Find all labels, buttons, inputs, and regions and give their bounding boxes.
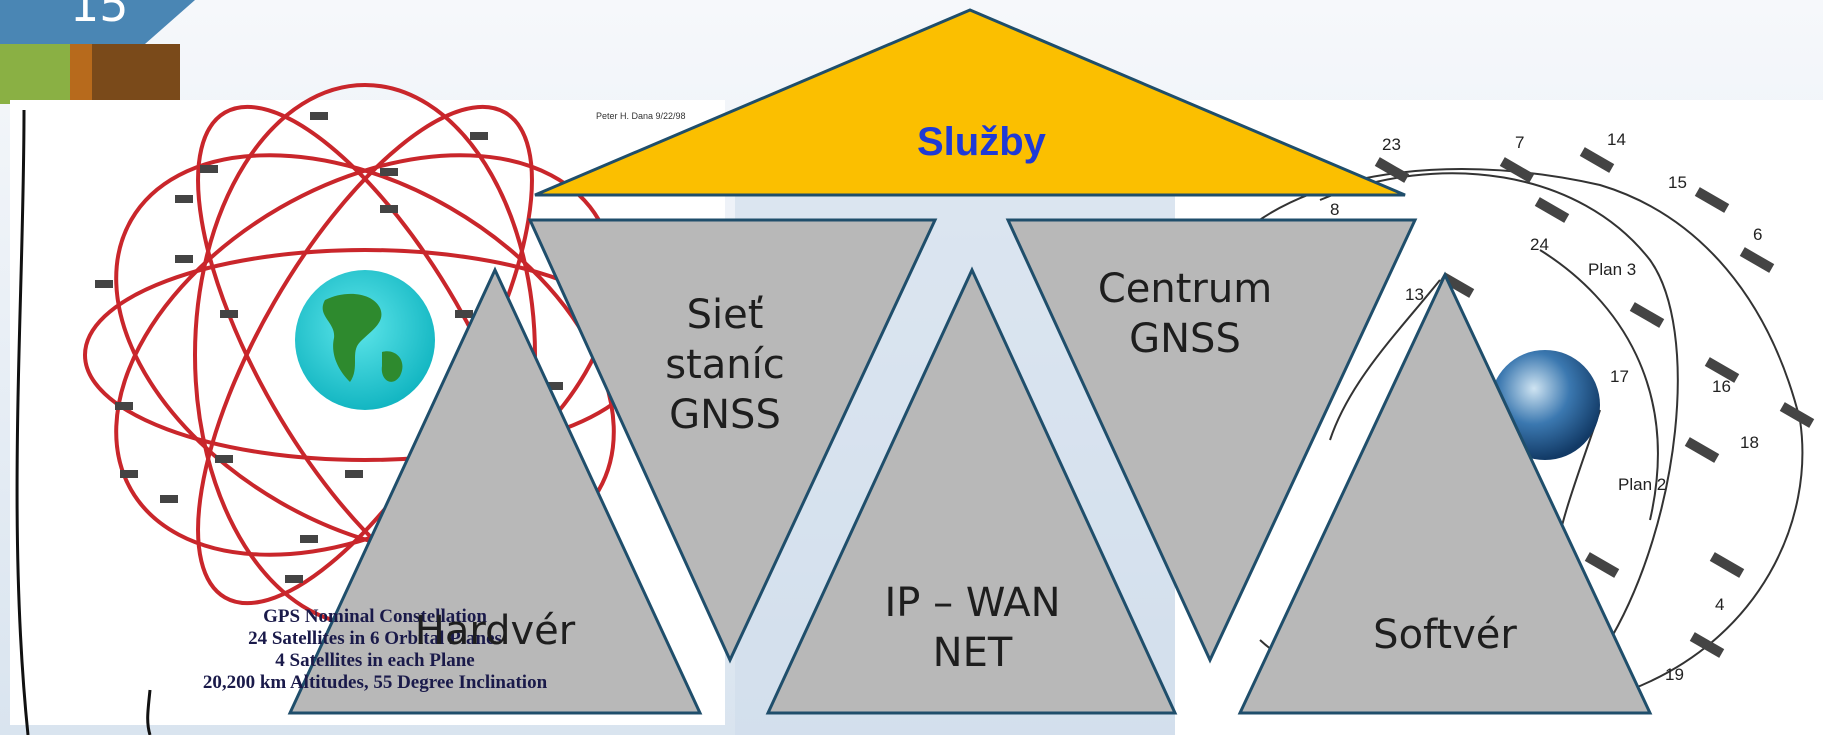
sluzby-triangle [534, 8, 1406, 197]
hardver-triangle [287, 266, 703, 715]
header-orange-block [70, 44, 92, 104]
satellite-number-19: 19 [1665, 665, 1684, 684]
satellite-number-18: 18 [1740, 433, 1759, 452]
satellite-number-13: 13 [1405, 285, 1424, 304]
satellite-number-8: 8 [1330, 200, 1339, 219]
label-line: Centrum [1097, 266, 1273, 312]
siet-stanic-triangle [527, 218, 938, 664]
satellite-number-15: 15 [1668, 173, 1687, 192]
slide-number: 15 [70, 0, 129, 32]
header-decoration [0, 0, 195, 104]
hardver-label: Hardvér [365, 606, 625, 656]
satellite-icons [95, 112, 563, 583]
constellation-caption: GPS Nominal Constellation 24 Satellites … [140, 606, 610, 694]
sluzby-label: Služby [917, 120, 1046, 164]
header-green-block [0, 44, 70, 104]
satellite-icons [1374, 147, 1815, 658]
label-line: IP – WAN [884, 580, 1061, 626]
label-line: Hardvér [414, 608, 576, 654]
label-line: GNSS [1129, 316, 1241, 362]
siet-stanic-label: Sieť staníc GNSS [615, 290, 835, 440]
satellite-number-4: 4 [1715, 595, 1724, 614]
label-line: Softvér [1373, 612, 1517, 658]
satellite-number-24: 24 [1530, 235, 1549, 254]
satellite-number-23: 23 [1382, 135, 1401, 154]
satellite-number-14: 14 [1607, 130, 1626, 149]
satellite-number-labels: 23 7 14 15 6 8 24 13 17 16 18 4 19 [1330, 130, 1762, 684]
image-credit: Peter H. Dana 9/22/98 [596, 111, 686, 121]
satellite-number-17: 17 [1610, 367, 1629, 386]
label-line: GNSS [669, 392, 781, 438]
plan-labels: Plan 3 Plan 2 [1588, 260, 1666, 494]
left-decorative-line [15, 109, 30, 735]
caption-line: 4 Satellites in each Plane [275, 650, 475, 671]
plan-label: Plan 3 [1588, 260, 1636, 279]
centrum-gnss-label: Centrum GNSS [1075, 264, 1295, 364]
plan-label: Plan 2 [1618, 475, 1666, 494]
centrum-gnss-triangle [1005, 218, 1418, 664]
satellite-number-6: 6 [1753, 225, 1762, 244]
label-line: NET [932, 630, 1013, 676]
slide-number-tab [0, 0, 195, 44]
earth-icon [295, 270, 435, 410]
caption-line: 20,200 km Altitudes, 55 Degree Inclinati… [202, 672, 548, 693]
ip-wan-net-label: IP – WAN NET [845, 578, 1100, 678]
services-diagram [287, 8, 1653, 715]
softver-label: Softvér [1315, 610, 1575, 660]
ip-wan-net-triangle [765, 266, 1178, 715]
label-line: Sieť [686, 292, 764, 338]
continent-shape [381, 351, 403, 382]
satellite-number-16: 16 [1712, 377, 1731, 396]
continent-shape [322, 293, 382, 382]
bottom-decorative-line [146, 689, 152, 735]
softver-triangle [1237, 271, 1653, 715]
label-line: staníc [665, 342, 785, 388]
caption-line: 24 Satellites in 6 Orbital Planes [248, 628, 502, 649]
satellite-number-7: 7 [1515, 133, 1524, 152]
caption-line: GPS Nominal Constellation [263, 606, 487, 627]
